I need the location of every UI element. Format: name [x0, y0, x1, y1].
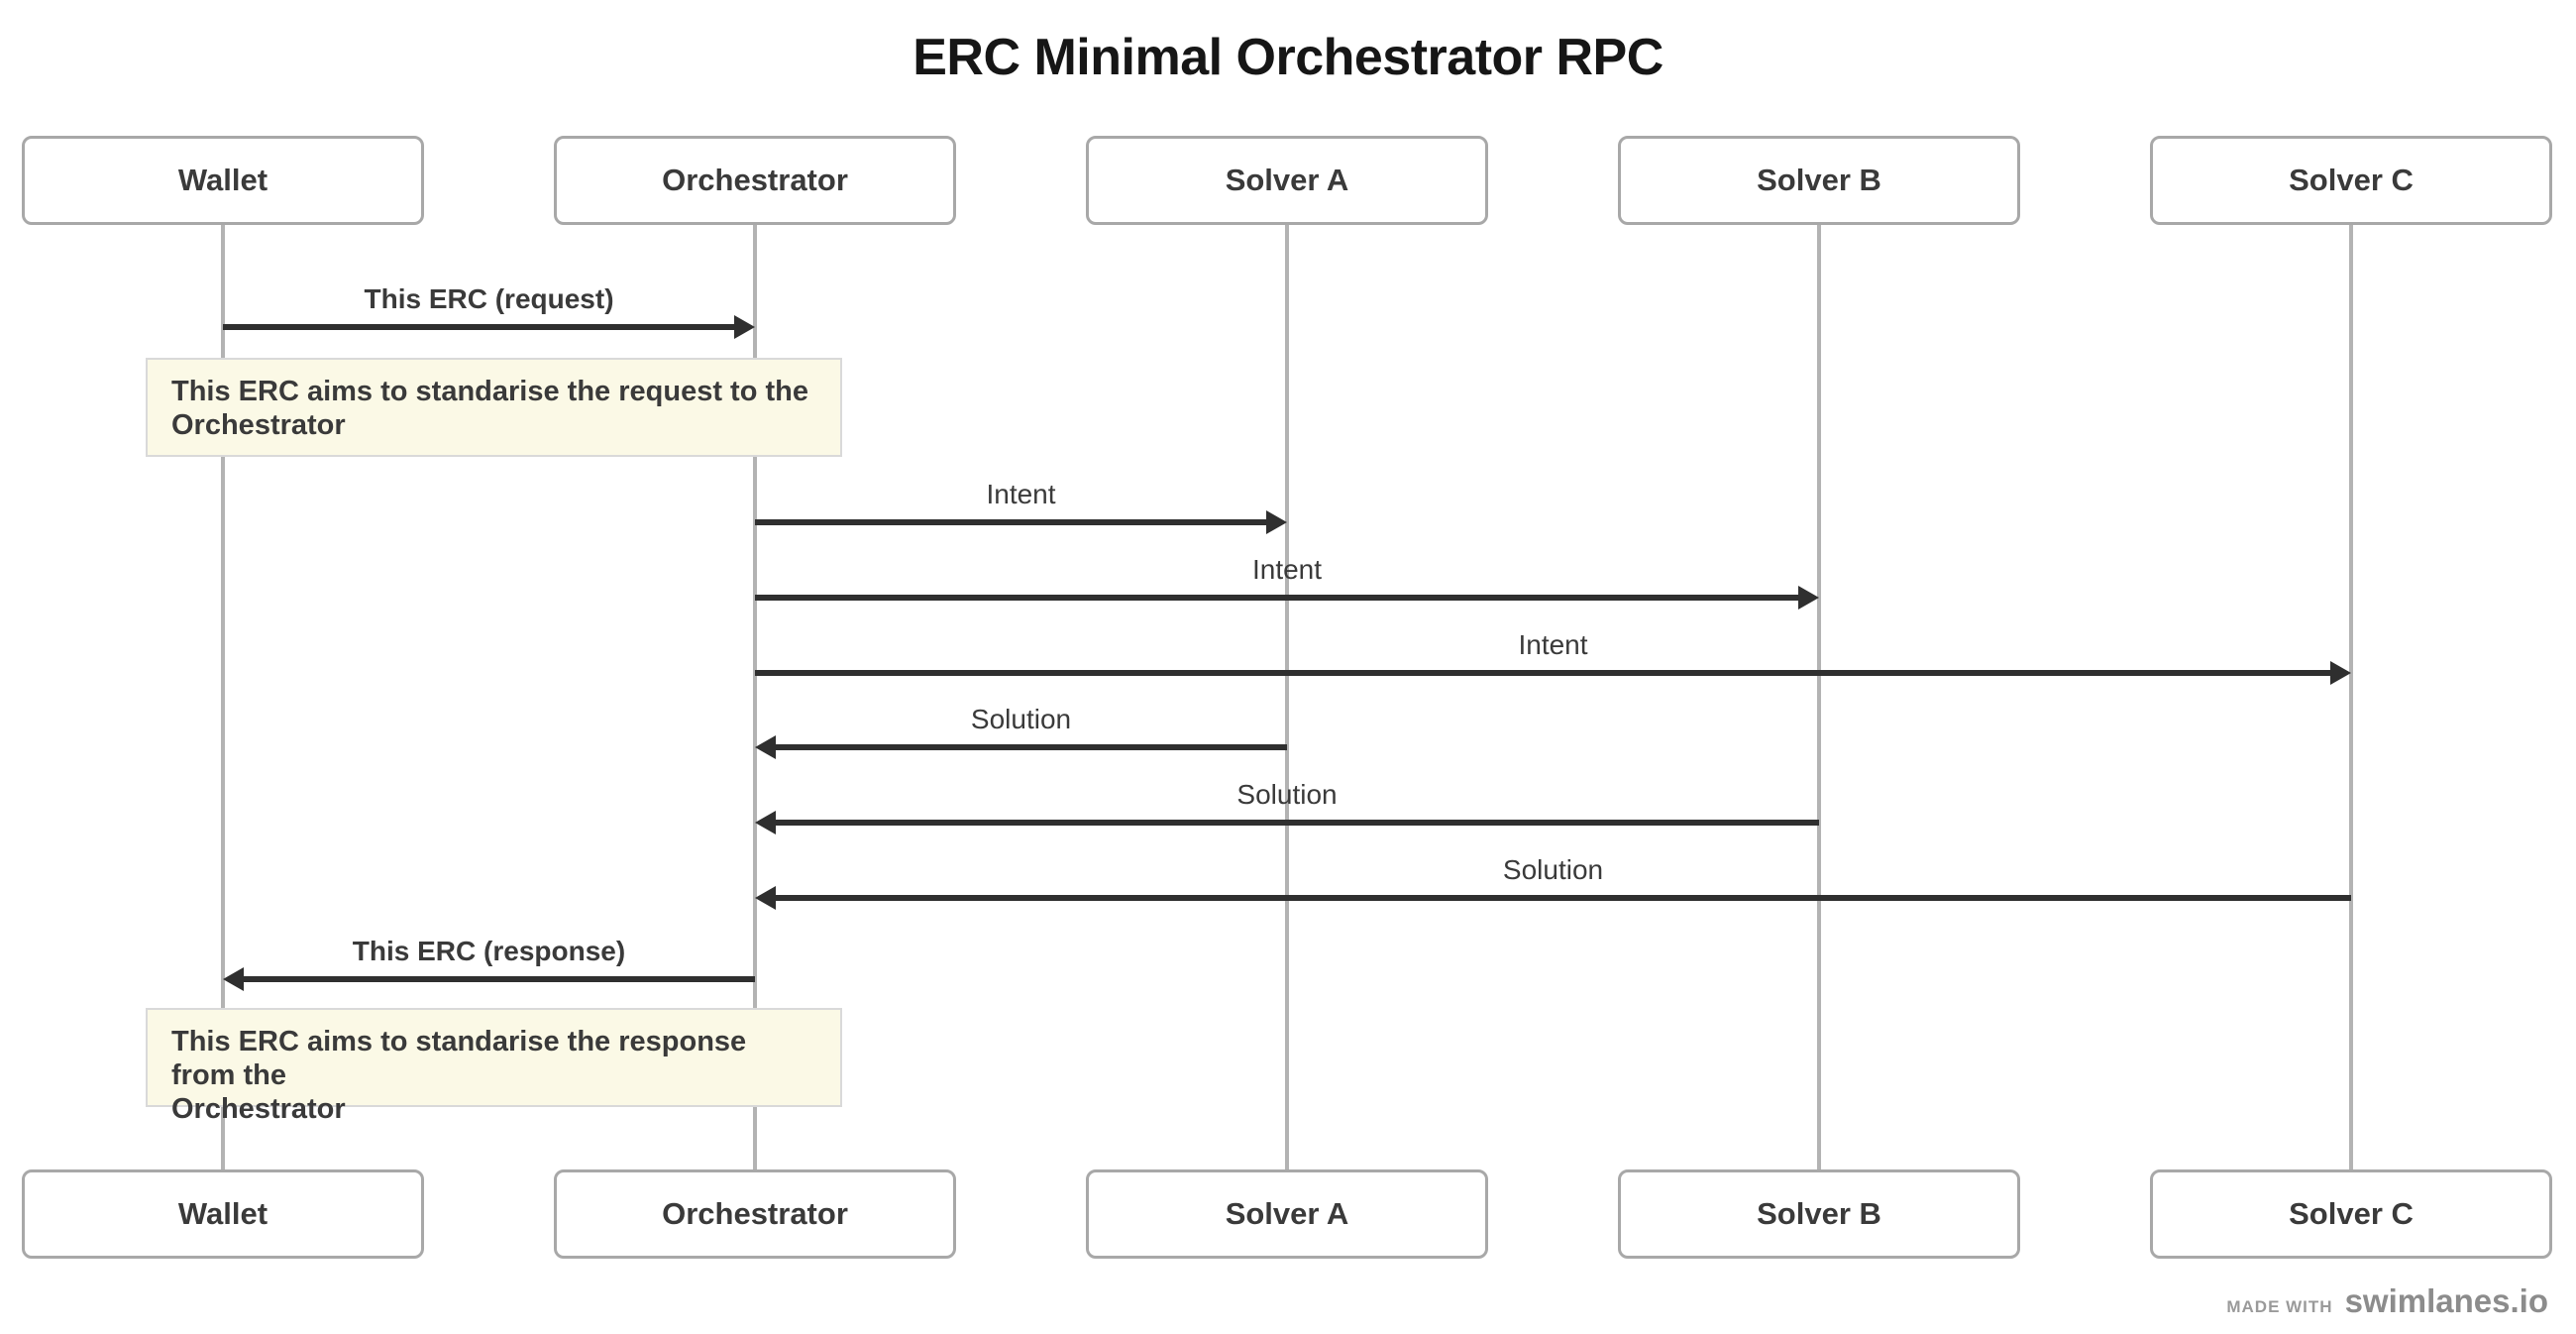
actor-label: Wallet — [177, 1196, 268, 1231]
arrowhead-right-icon — [1266, 510, 1287, 534]
actor-box-bottom-solver-b: Solver B — [1618, 1169, 2020, 1259]
diagram-title: ERC Minimal Orchestrator RPC — [912, 29, 1664, 86]
footer-credit: made with swimlanes.io — [2226, 1282, 2548, 1320]
actor-label: Solver C — [2289, 163, 2414, 197]
arrowhead-right-icon — [1798, 586, 1819, 610]
actor-box-bottom-solver-a: Solver A — [1086, 1169, 1488, 1259]
message-line — [773, 895, 2351, 901]
actor-box-top-orchestrator: Orchestrator — [554, 136, 956, 225]
message-label: Solution — [970, 704, 1072, 734]
lifeline-wallet — [221, 225, 225, 1169]
note-box: This ERC aims to standarise the request … — [146, 358, 842, 457]
arrowhead-left-icon — [755, 735, 776, 759]
arrowhead-left-icon — [755, 811, 776, 834]
actor-label: Solver A — [1225, 1196, 1349, 1231]
actor-label: Solver B — [1757, 1196, 1881, 1231]
footer-made-with-label: made with — [2226, 1297, 2333, 1316]
actor-label: Orchestrator — [662, 1196, 848, 1231]
message-line — [755, 595, 1801, 601]
message-label: Intent — [1251, 554, 1323, 585]
actor-box-bottom-solver-c: Solver C — [2150, 1169, 2552, 1259]
message-line — [773, 820, 1819, 826]
note-text-line: This ERC aims to standarise the response… — [171, 1026, 747, 1091]
message-label: Intent — [1518, 629, 1588, 660]
actor-box-top-wallet: Wallet — [22, 136, 424, 225]
message-line — [755, 519, 1269, 525]
note-text-line: Orchestrator — [171, 409, 346, 441]
message-label: This ERC (request) — [364, 283, 614, 314]
message-line — [223, 324, 737, 330]
actor-label: Solver C — [2289, 1196, 2414, 1231]
lifeline-solver-b — [1817, 225, 1821, 1169]
message-line — [773, 744, 1287, 750]
actor-box-top-solver-c: Solver C — [2150, 136, 2552, 225]
arrowhead-left-icon — [223, 967, 244, 991]
arrowhead-left-icon — [755, 886, 776, 910]
message-line — [755, 670, 2333, 676]
actor-box-bottom-orchestrator: Orchestrator — [554, 1169, 956, 1259]
actor-label: Solver A — [1225, 163, 1349, 197]
actor-box-bottom-wallet: Wallet — [22, 1169, 424, 1259]
message-label: This ERC (response) — [352, 936, 626, 966]
message-line — [241, 976, 755, 982]
message-label: Solution — [1502, 854, 1604, 885]
message-label: Solution — [1236, 779, 1338, 810]
footer-brand-swimlanes: swimlanes.io — [2344, 1282, 2548, 1319]
actor-label: Solver B — [1757, 163, 1881, 197]
actor-label: Wallet — [177, 163, 268, 197]
arrowhead-right-icon — [734, 315, 755, 339]
note-text-line: This ERC aims to standarise the request … — [171, 376, 808, 407]
lifeline-solver-a — [1285, 225, 1289, 1169]
actor-label: Orchestrator — [662, 163, 848, 197]
message-label: Intent — [986, 479, 1056, 509]
arrowhead-right-icon — [2330, 661, 2351, 685]
note-box: This ERC aims to standarise the response… — [146, 1008, 842, 1125]
lifeline-solver-c — [2349, 225, 2353, 1169]
note-text-line: Orchestrator — [171, 1093, 346, 1125]
actor-box-top-solver-a: Solver A — [1086, 136, 1488, 225]
actor-box-top-solver-b: Solver B — [1618, 136, 2020, 225]
lifeline-orchestrator — [753, 225, 757, 1169]
